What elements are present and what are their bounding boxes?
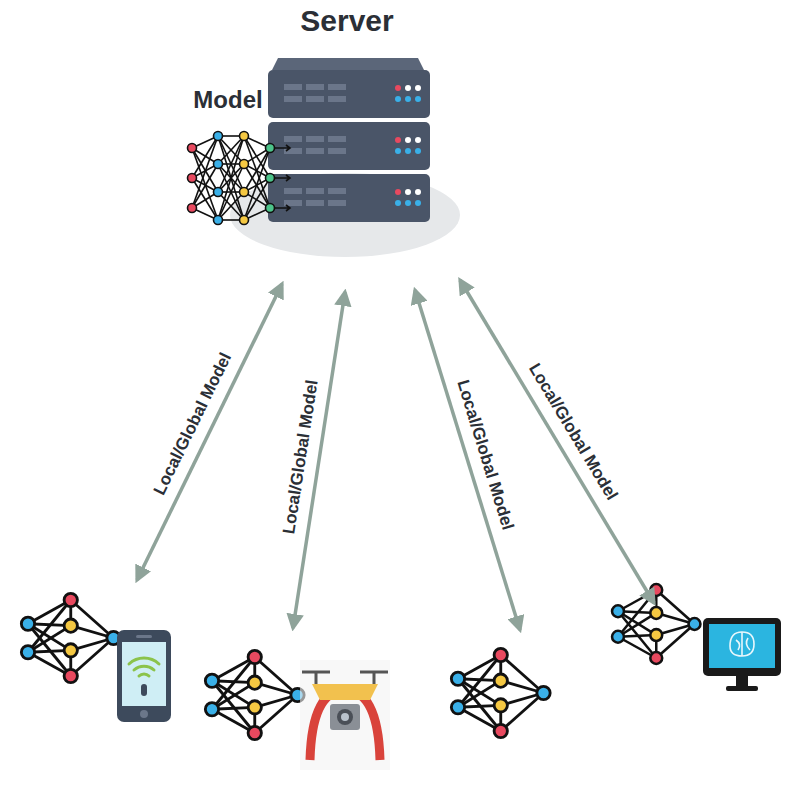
drone-icon — [300, 660, 390, 770]
neural-net-icon — [612, 584, 700, 664]
exchange-arrow — [415, 290, 520, 630]
neural-net-icon — [205, 650, 304, 739]
neural-net-icon — [451, 648, 550, 737]
arrow-label: Local/Global Model — [279, 379, 323, 536]
server-node: ServerModel — [180, 0, 450, 235]
arrow-label: Local/Global Model — [452, 377, 517, 532]
model-net-icon — [188, 132, 291, 225]
arrow-label: Local/Global Model — [150, 350, 237, 499]
arrow-label: Local/Global Model — [524, 360, 621, 504]
phone-icon — [117, 630, 171, 722]
monitor-icon — [703, 618, 781, 691]
server-title: Server — [300, 4, 393, 38]
model-label: Model — [193, 86, 262, 114]
model-exchange-arrows — [137, 280, 654, 630]
neural-net-icon — [21, 593, 120, 682]
server-icon — [230, 58, 460, 257]
exchange-arrow — [137, 284, 282, 580]
